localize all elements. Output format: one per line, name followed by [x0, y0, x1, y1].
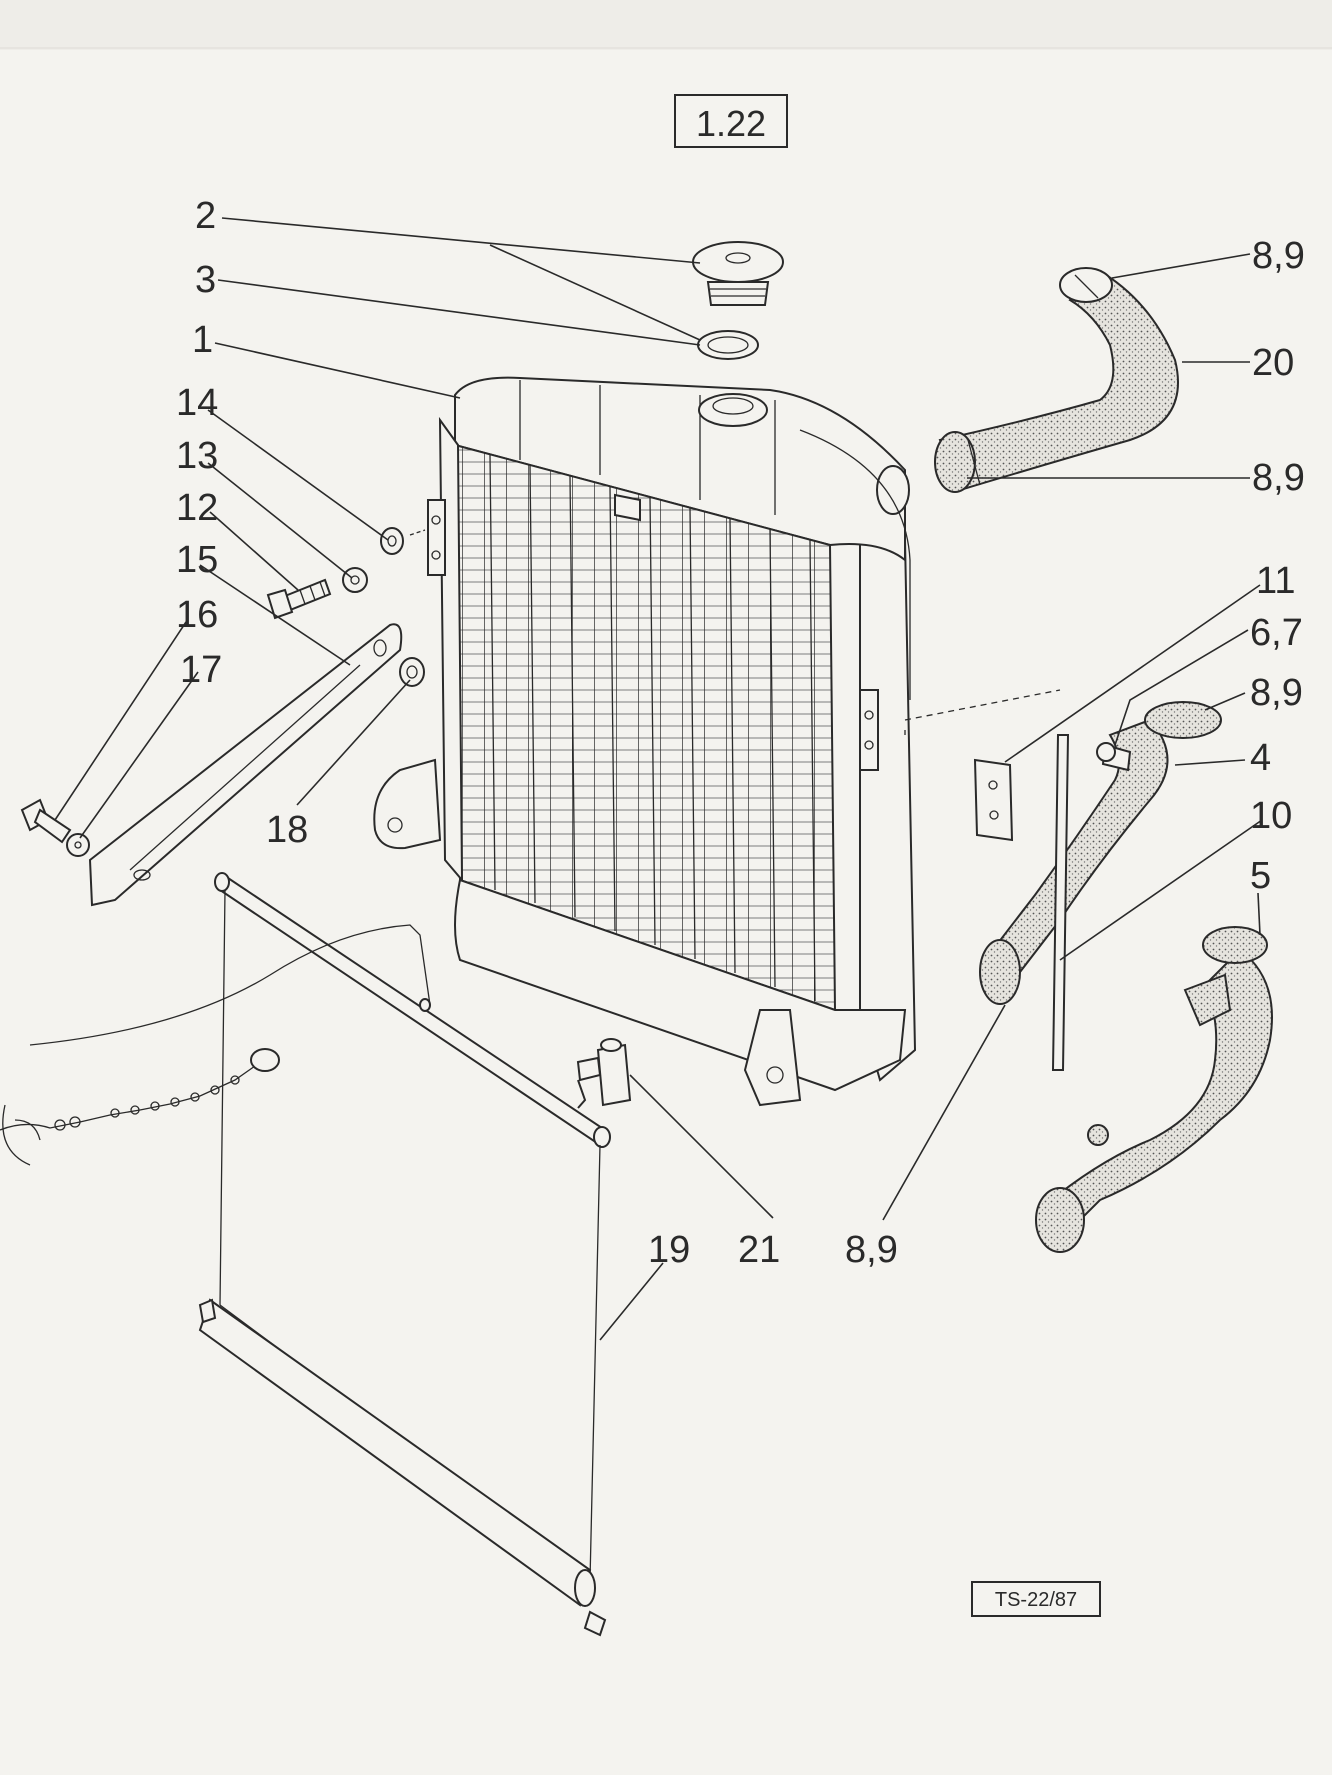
radiator-assembly	[373, 376, 917, 1107]
washer-13	[342, 567, 368, 593]
rod	[904, 689, 1070, 1071]
callout-14: 14	[176, 382, 218, 424]
cap-seal	[697, 330, 759, 360]
show-through-text	[0, 0, 1332, 50]
drawing-code: TS-22/87	[995, 1589, 1077, 1611]
washer-17	[66, 833, 90, 857]
callout-12: 12	[176, 487, 218, 529]
nut-14	[380, 527, 426, 555]
callout-16: 16	[176, 594, 218, 636]
callout-17: 17	[180, 649, 222, 691]
radiator-cap	[692, 241, 784, 306]
nut-18	[399, 657, 425, 687]
callout-20: 20	[1252, 342, 1294, 384]
callout-3: 3	[195, 259, 216, 301]
callout-2: 2	[195, 195, 216, 237]
callout-8-9-lower: 8,9	[1250, 672, 1303, 714]
lower-hose	[979, 701, 1222, 1005]
callout-15: 15	[176, 539, 218, 581]
upper-hose	[934, 267, 1179, 493]
support-strut	[88, 623, 403, 907]
callout-19: 19	[648, 1229, 690, 1271]
callout-13: 13	[176, 435, 218, 477]
callout-10: 10	[1250, 795, 1292, 837]
callout-11: 11	[1256, 560, 1295, 602]
drain-tap	[576, 1038, 632, 1109]
callout-labels: 2 3 1 14 13 12 15 16 17 18 8,9 20 8,9 11…	[176, 195, 1305, 1271]
figure-number-box: 1.22	[674, 94, 788, 148]
callout-8-9-bottom: 8,9	[845, 1229, 898, 1271]
callout-8-9-top: 8,9	[1252, 235, 1305, 277]
callout-8-9-upper: 8,9	[1252, 457, 1305, 499]
bolt-16	[20, 798, 72, 844]
alternative-lower-hose	[1035, 926, 1273, 1253]
drawing-code-box: TS-22/87	[971, 1581, 1101, 1617]
callout-5: 5	[1250, 855, 1271, 897]
callout-6-7: 6,7	[1250, 612, 1303, 654]
pull-chain	[0, 1048, 280, 1166]
figure-number: 1.22	[696, 103, 766, 144]
leader-lines	[54, 217, 1263, 1341]
callout-1: 1	[192, 319, 213, 361]
callout-21: 21	[738, 1229, 780, 1271]
callout-4: 4	[1250, 737, 1271, 779]
radiator-blind	[0, 872, 611, 1637]
callout-18: 18	[266, 809, 308, 851]
gasket-pad	[973, 758, 1014, 842]
bolt-12	[266, 578, 332, 620]
